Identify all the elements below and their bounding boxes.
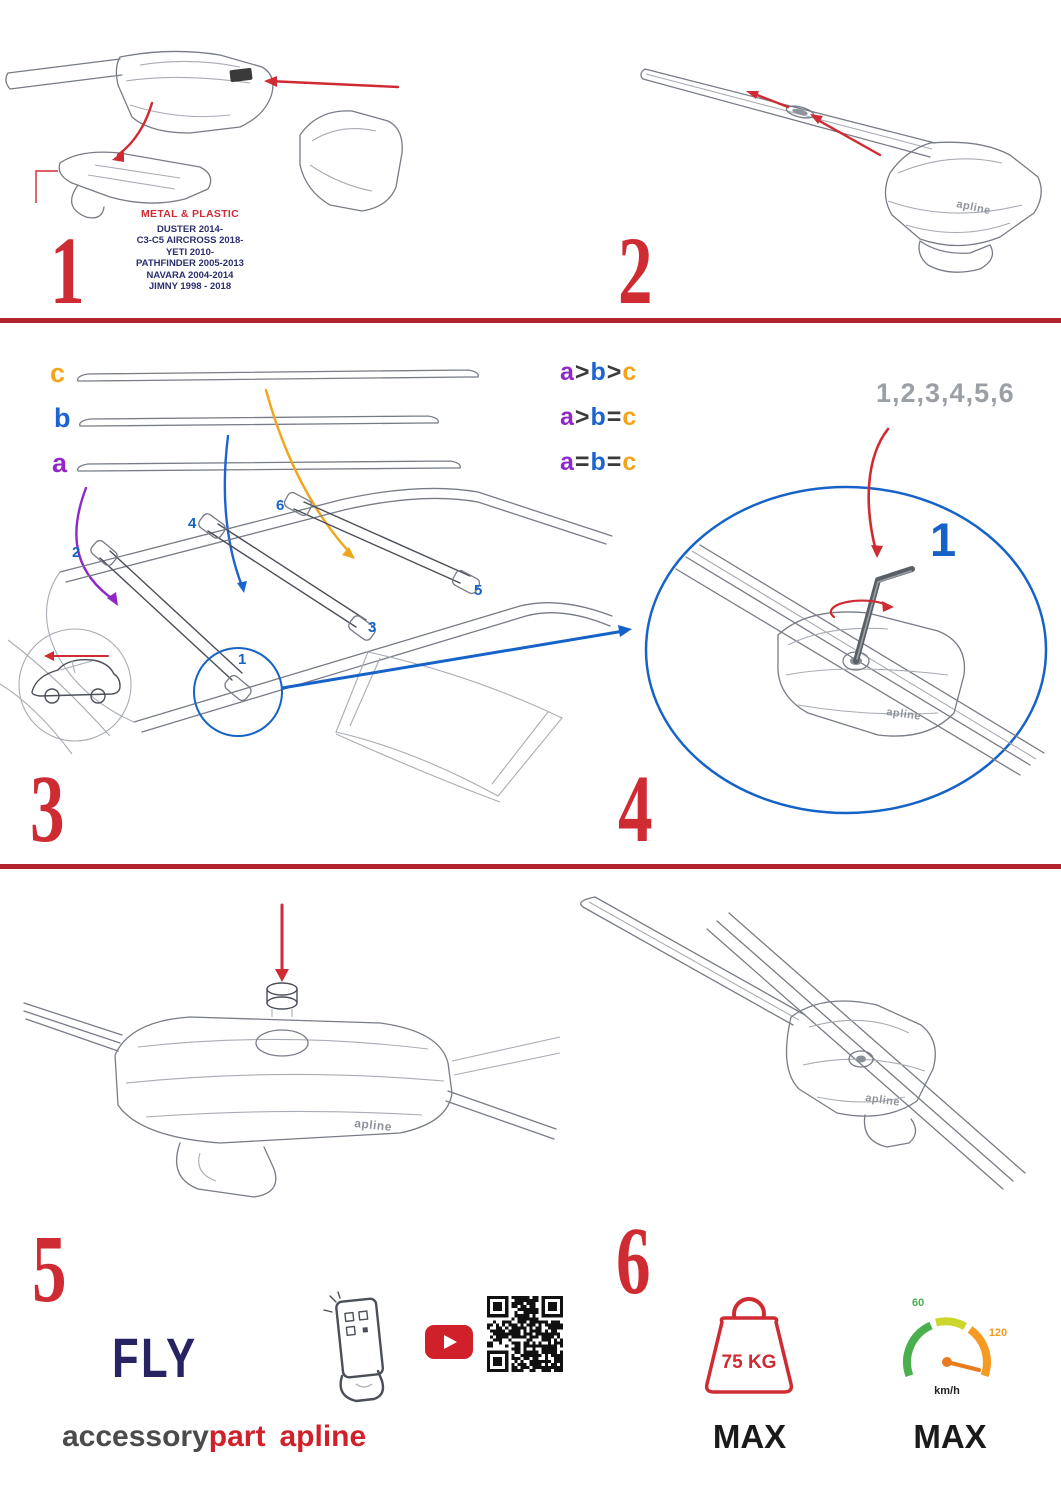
callout-line <box>35 170 58 203</box>
bar-label-c: c <box>50 358 66 388</box>
speed-max-label: MAX <box>913 1418 987 1455</box>
model-line: DUSTER 2014- <box>157 223 223 235</box>
step2-bar-slot-drawing: apline <box>640 68 1042 273</box>
bar-label-b: b <box>54 403 71 433</box>
brand-line: accessorypart apline <box>62 1422 366 1452</box>
phone-scan-icon <box>323 1291 385 1403</box>
brand-part: part <box>208 1420 266 1453</box>
arrow-a-purple <box>75 486 118 606</box>
apline-logo-text: apline <box>354 1116 393 1134</box>
weight-max-label: MAX <box>712 1418 787 1455</box>
apline-logo-text: apline <box>865 1092 901 1109</box>
tighten-sequence-text: 1,2,3,4,5,6 <box>876 378 1015 408</box>
length-rule-2: a>b=c <box>560 403 638 431</box>
model-line: YETI 2010- <box>165 246 215 258</box>
detail-pointer-arrow <box>281 625 632 690</box>
sequence-arrow <box>867 427 890 558</box>
length-rule-1: a>b>c <box>560 358 638 386</box>
step6-mounted-drawing: apline <box>580 896 1026 1190</box>
vehicle-compatibility-list: METAL & PLASTIC DUSTER 2014- C3-C5 AIRCR… <box>100 208 280 293</box>
apline-logo-text: apline <box>955 198 992 217</box>
bar-b-drawing <box>79 415 439 427</box>
press-down-arrow <box>275 903 289 982</box>
slide-in-arrow <box>746 91 882 157</box>
step4-tighten-detail-drawing: apline <box>644 427 1048 815</box>
length-rule-3: a=b=c <box>560 448 638 476</box>
bar-a-drawing <box>77 460 461 472</box>
roof-position-5: 5 <box>474 582 483 599</box>
qr-code <box>487 1296 563 1372</box>
step-number-2: 2 <box>618 217 653 324</box>
speed-high: 120 <box>989 1327 1007 1339</box>
rack-foot-detail: apline <box>777 611 966 737</box>
step-number-1: 1 <box>50 217 85 324</box>
bar-c-drawing <box>77 369 479 382</box>
position-1-circle <box>193 647 283 737</box>
step3-roof-layout-drawing <box>0 369 632 803</box>
step5-knob-press-drawing: apline <box>23 903 561 1198</box>
step-number-6: 6 <box>616 1207 651 1314</box>
weight-limit-icon: 75 KG <box>704 1297 794 1394</box>
model-line: C3-C5 AIRCROSS 2018- <box>136 235 244 246</box>
fold-arrow <box>112 101 154 162</box>
rotate-arrow <box>829 599 894 619</box>
insert-arrow <box>264 76 400 89</box>
allen-key-icon <box>853 566 915 664</box>
roof-top-view <box>0 487 613 803</box>
speed-unit: km/h <box>934 1385 960 1397</box>
zoom-circle <box>644 485 1048 815</box>
speed-limit-icon: 60 120 km/h <box>903 1297 1007 1397</box>
roof-position-6: 6 <box>276 497 285 514</box>
arrow-b-blue <box>223 434 247 593</box>
roof-position-3: 3 <box>368 619 377 636</box>
rack-foot-pad: apline <box>114 1016 453 1144</box>
rack-foot-mounted: apline <box>785 1000 936 1117</box>
apline-logo-text: apline <box>886 706 922 723</box>
step-number-5: 5 <box>32 1215 67 1322</box>
material-label: METAL & PLASTIC <box>140 208 240 220</box>
weight-value: 75 KG <box>722 1352 777 1373</box>
plastic-cover <box>299 110 403 212</box>
clamp-hook <box>58 151 212 219</box>
model-line: JIMNY 1998 - 2018 <box>148 281 232 292</box>
arrow-c-orange <box>264 388 355 559</box>
brand-accessory: accessory <box>62 1420 209 1453</box>
section-divider <box>0 864 1061 869</box>
car-direction-inset <box>18 628 132 742</box>
locking-knob <box>266 982 298 1017</box>
first-position-callout: 1 <box>930 513 957 566</box>
model-line: NAVARA 2004-2014 <box>146 269 234 281</box>
play-icon <box>444 1335 457 1349</box>
needle-icon <box>945 1360 981 1372</box>
roof-position-2: 2 <box>72 544 81 561</box>
step-number-3: 3 <box>30 755 65 862</box>
step-number-4: 4 <box>618 755 653 862</box>
step1-assembly-drawing <box>5 50 403 219</box>
section-divider <box>0 318 1061 323</box>
roof-position-1: 1 <box>238 651 247 668</box>
model-line: PATHFINDER 2005-2013 <box>136 258 244 269</box>
roof-position-4: 4 <box>188 515 197 532</box>
fly-model-name: FLY <box>112 1326 198 1389</box>
speed-low: 60 <box>912 1297 924 1309</box>
youtube-icon <box>425 1325 473 1359</box>
brand-badge <box>229 67 253 83</box>
brand-apline: apline <box>279 1420 367 1453</box>
bar-label-a: a <box>52 448 68 478</box>
front-direction-arrow <box>44 651 109 661</box>
rack-foot: apline <box>884 141 1042 273</box>
